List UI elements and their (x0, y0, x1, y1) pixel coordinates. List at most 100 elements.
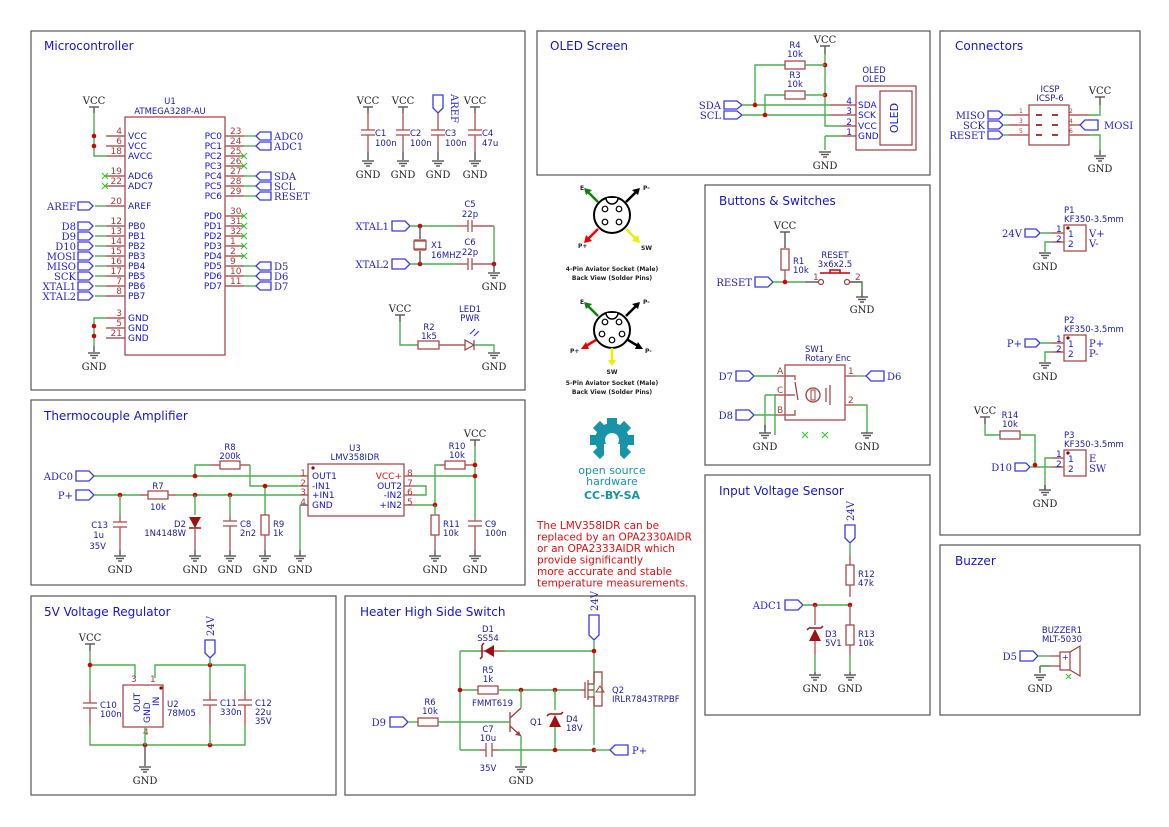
u3-ref: U3 (349, 444, 361, 454)
net-flag-xtal1[interactable] (77, 281, 94, 291)
transistor-q1[interactable] (509, 707, 522, 737)
net-flag-miso[interactable] (77, 261, 94, 271)
pin-name: PD6 (204, 272, 222, 282)
net-flag-d7[interactable] (255, 281, 272, 291)
d5-flag[interactable] (1019, 650, 1039, 662)
pin-label: E (580, 185, 584, 192)
pin-number: 22 (111, 177, 122, 187)
panel-title-connectors: Connectors (955, 39, 1023, 53)
aref-flag[interactable] (432, 94, 444, 114)
vcc-label: VCC (1088, 86, 1112, 97)
u1-part: ATMEGA328P-AU (134, 107, 206, 117)
mosfet-q2[interactable] (580, 671, 605, 707)
net-flag-sck[interactable] (77, 271, 94, 281)
xtal1-flag[interactable] (391, 220, 411, 232)
24v-net: 24V (206, 615, 217, 636)
net-flag-xtal2[interactable] (77, 291, 94, 301)
net-flag-adc1[interactable] (255, 141, 272, 151)
d6-net: D6 (887, 372, 901, 383)
pin-name: GND (128, 334, 149, 344)
d6-flag[interactable] (865, 370, 885, 382)
oled-ref: OLED (862, 66, 886, 76)
net-flag-d8[interactable] (77, 221, 94, 231)
regulator-u2[interactable]: OUT IN GND 3 1 4 (122, 675, 164, 738)
icsp-flag[interactable] (987, 120, 1004, 130)
r8-ref: R8 (224, 443, 235, 453)
net-flag-d10[interactable] (77, 241, 94, 251)
sw1-ref: SW1 (805, 345, 824, 355)
note-line: or an OPA2333AIDR which (537, 543, 675, 555)
d7-flag[interactable] (735, 370, 755, 382)
mosi-net: MOSI (1104, 121, 1133, 132)
sda-flag[interactable] (723, 100, 744, 110)
aref-net: AREF (448, 93, 459, 123)
pushbutton-icon[interactable] (820, 269, 850, 274)
q2-ref: Q2 (612, 686, 624, 696)
net-flag-mosi[interactable] (77, 251, 94, 261)
24v-flag[interactable] (844, 524, 856, 544)
no-connect-icon (101, 182, 109, 190)
pin-label: P- (643, 185, 650, 192)
net-flag-d9[interactable] (77, 231, 94, 241)
p1-input-flag[interactable] (1024, 228, 1041, 238)
pin-number: 1 (1068, 340, 1074, 350)
gnd-label: GND (813, 161, 838, 172)
pin-name: PC6 (205, 192, 223, 202)
pplus-flag[interactable] (75, 489, 95, 501)
p2-input-flag[interactable] (1024, 338, 1041, 348)
c8-val: 2n2 (240, 529, 256, 539)
net-flag-adc0[interactable] (255, 131, 272, 141)
net-flag-reset[interactable] (255, 191, 272, 201)
24v-flag[interactable] (588, 614, 600, 641)
net-label-adc0: ADC0 (273, 132, 303, 143)
reset-flag[interactable] (754, 276, 774, 288)
icsp-flag[interactable] (987, 110, 1004, 120)
u3-val: LMV358IDR (330, 453, 379, 463)
net-flag-aref[interactable] (77, 201, 94, 211)
rotary-encoder-sw1[interactable]: SW1 Rotary Enc D7 D8 GND A C B D6 GND 1 … (719, 345, 902, 453)
r7-val: 10k (150, 503, 166, 513)
pplus-flag[interactable] (609, 744, 629, 756)
xtal2-flag[interactable] (391, 258, 411, 270)
c13-val: 1u (93, 531, 104, 541)
d9-flag[interactable] (389, 716, 409, 728)
net-flag-d6[interactable] (255, 271, 272, 281)
panel-title-thermocouple: Thermocouple Amplifier (43, 409, 188, 423)
net-flag-sda[interactable] (255, 171, 272, 181)
adc1-flag[interactable] (784, 599, 804, 611)
c13-volt: 35V (89, 542, 106, 552)
buzzer-circuit: BUZZER1 MLT-5030 D5 + GND (1003, 626, 1083, 695)
pin-number: 3 (846, 107, 852, 117)
d8-flag[interactable] (735, 409, 755, 421)
net-flag-scl[interactable] (255, 181, 272, 191)
scl-net: SCL (700, 111, 722, 122)
net-flag-d5[interactable] (255, 261, 272, 271)
adc0-flag[interactable] (75, 470, 95, 482)
c13-ref: C13 (91, 521, 108, 531)
net-label-d5: D5 (274, 262, 288, 273)
mosi-flag[interactable] (1079, 119, 1099, 131)
pin-number: 2 (1068, 465, 1074, 475)
24v-flag[interactable] (204, 639, 216, 659)
pin-number: 28 (230, 177, 242, 187)
scl-flag[interactable] (723, 110, 744, 120)
panel-thermocouple (30, 399, 526, 586)
pin-number: 2 (300, 479, 306, 489)
icsp-flag[interactable] (987, 130, 1004, 140)
d10-flag[interactable] (1014, 462, 1031, 472)
pin-name: PD3 (204, 242, 222, 252)
